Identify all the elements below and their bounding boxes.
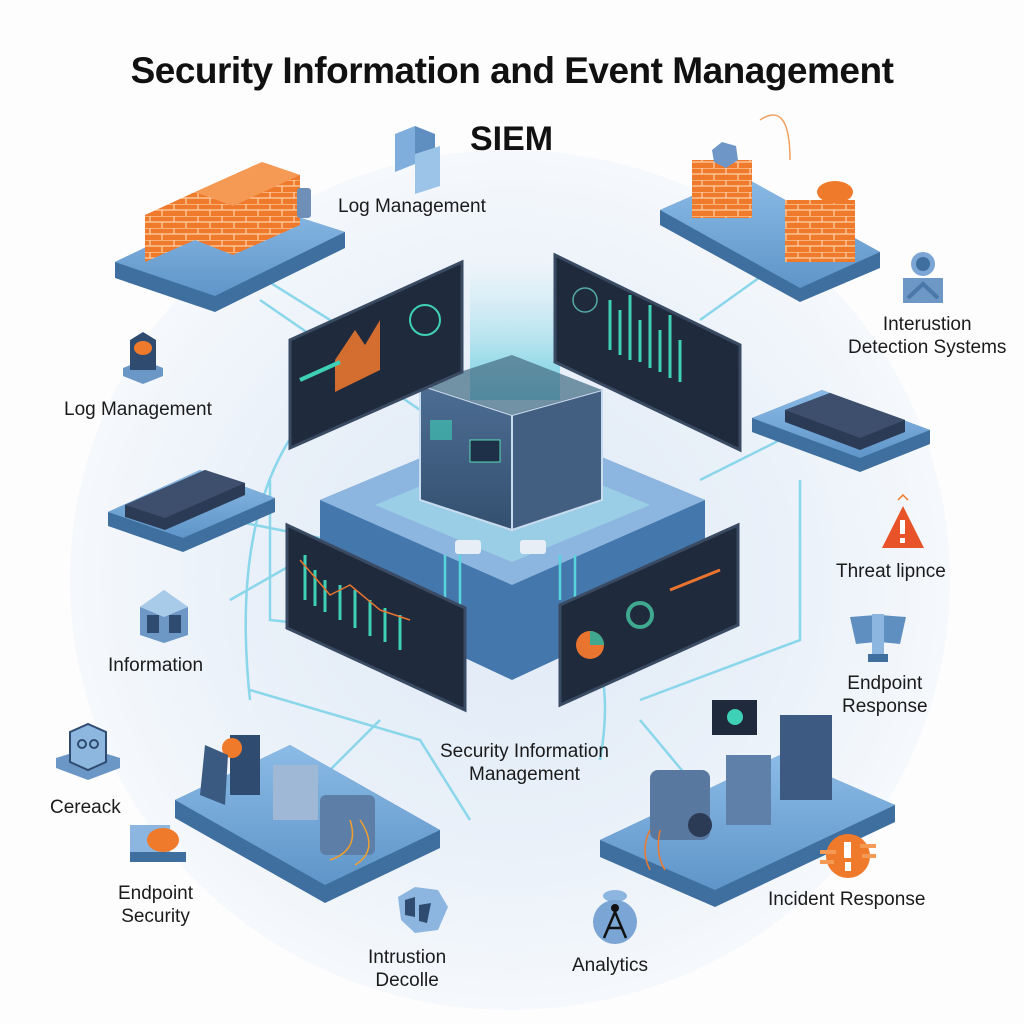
server-platform-bottom-left (175, 735, 440, 903)
central-data-cube (419, 260, 603, 532)
server-platform-bottom-right (600, 700, 895, 907)
dashboard-screen-bottom-left (285, 522, 467, 713)
page-title: Security Information and Event Managemen… (130, 50, 894, 91)
center-label-line1: Security Information (440, 741, 609, 762)
threat-intelligence-label: Threat lipnce (836, 561, 946, 582)
analytics-label: Analytics (572, 955, 649, 976)
intrusion-detection-line1: Interustion (882, 314, 972, 335)
endpoint-response-line2: Response (842, 696, 928, 717)
device-platform-left (108, 470, 275, 552)
log-management-left-label: Log Management (64, 399, 212, 420)
endpoint-device-icon (130, 825, 186, 862)
incident-response-label: Incident Response (768, 889, 926, 910)
intrusion-decolle-line1: Intrustion (368, 947, 447, 968)
center-label: Security Information Management (440, 740, 609, 786)
endpoint-response-label: Endpoint Response (842, 672, 928, 718)
intrusion-detection-line2: Detection Systems (848, 337, 1007, 358)
camera-sensor-icon (903, 252, 943, 303)
information-label: Information (108, 655, 204, 676)
log-management-top-label: Log Management (338, 196, 486, 217)
endpoint-security-line2: Security (121, 906, 190, 927)
warning-triangle-icon (882, 493, 924, 548)
intrusion-decolle-line2: Decolle (375, 970, 439, 991)
dashboard-screen-top-right (553, 252, 742, 453)
cereack-label: Cereack (50, 797, 121, 818)
shield-crystal-icon (398, 887, 448, 933)
house-icon (140, 590, 188, 643)
endpoint-security-line1: Endpoint (118, 883, 194, 904)
endpoint-response-line1: Endpoint (847, 673, 923, 694)
stacked-blocks-icon (395, 126, 440, 194)
endpoint-security-label: Endpoint Security (118, 882, 193, 928)
device-platform-right (752, 390, 930, 472)
hex-box-icon (56, 722, 120, 780)
center-label-line2: Management (469, 764, 580, 785)
dashboard-screen-bottom-right (558, 522, 740, 708)
monitor-icon (850, 614, 906, 662)
page-subtitle: SIEM (470, 120, 554, 158)
dashboard-screen-top-left (288, 259, 464, 451)
analytics-badge-icon (593, 890, 637, 944)
alert-circle-icon (820, 834, 876, 878)
firewall-platform-top-left (115, 162, 345, 312)
intrusion-decolle-label: Intrustion Decolle (368, 946, 446, 992)
firewall-platform-top-right (660, 114, 880, 302)
intrusion-detection-label: Interustion Detection Systems (848, 313, 1006, 359)
log-vault-icon (123, 332, 163, 384)
